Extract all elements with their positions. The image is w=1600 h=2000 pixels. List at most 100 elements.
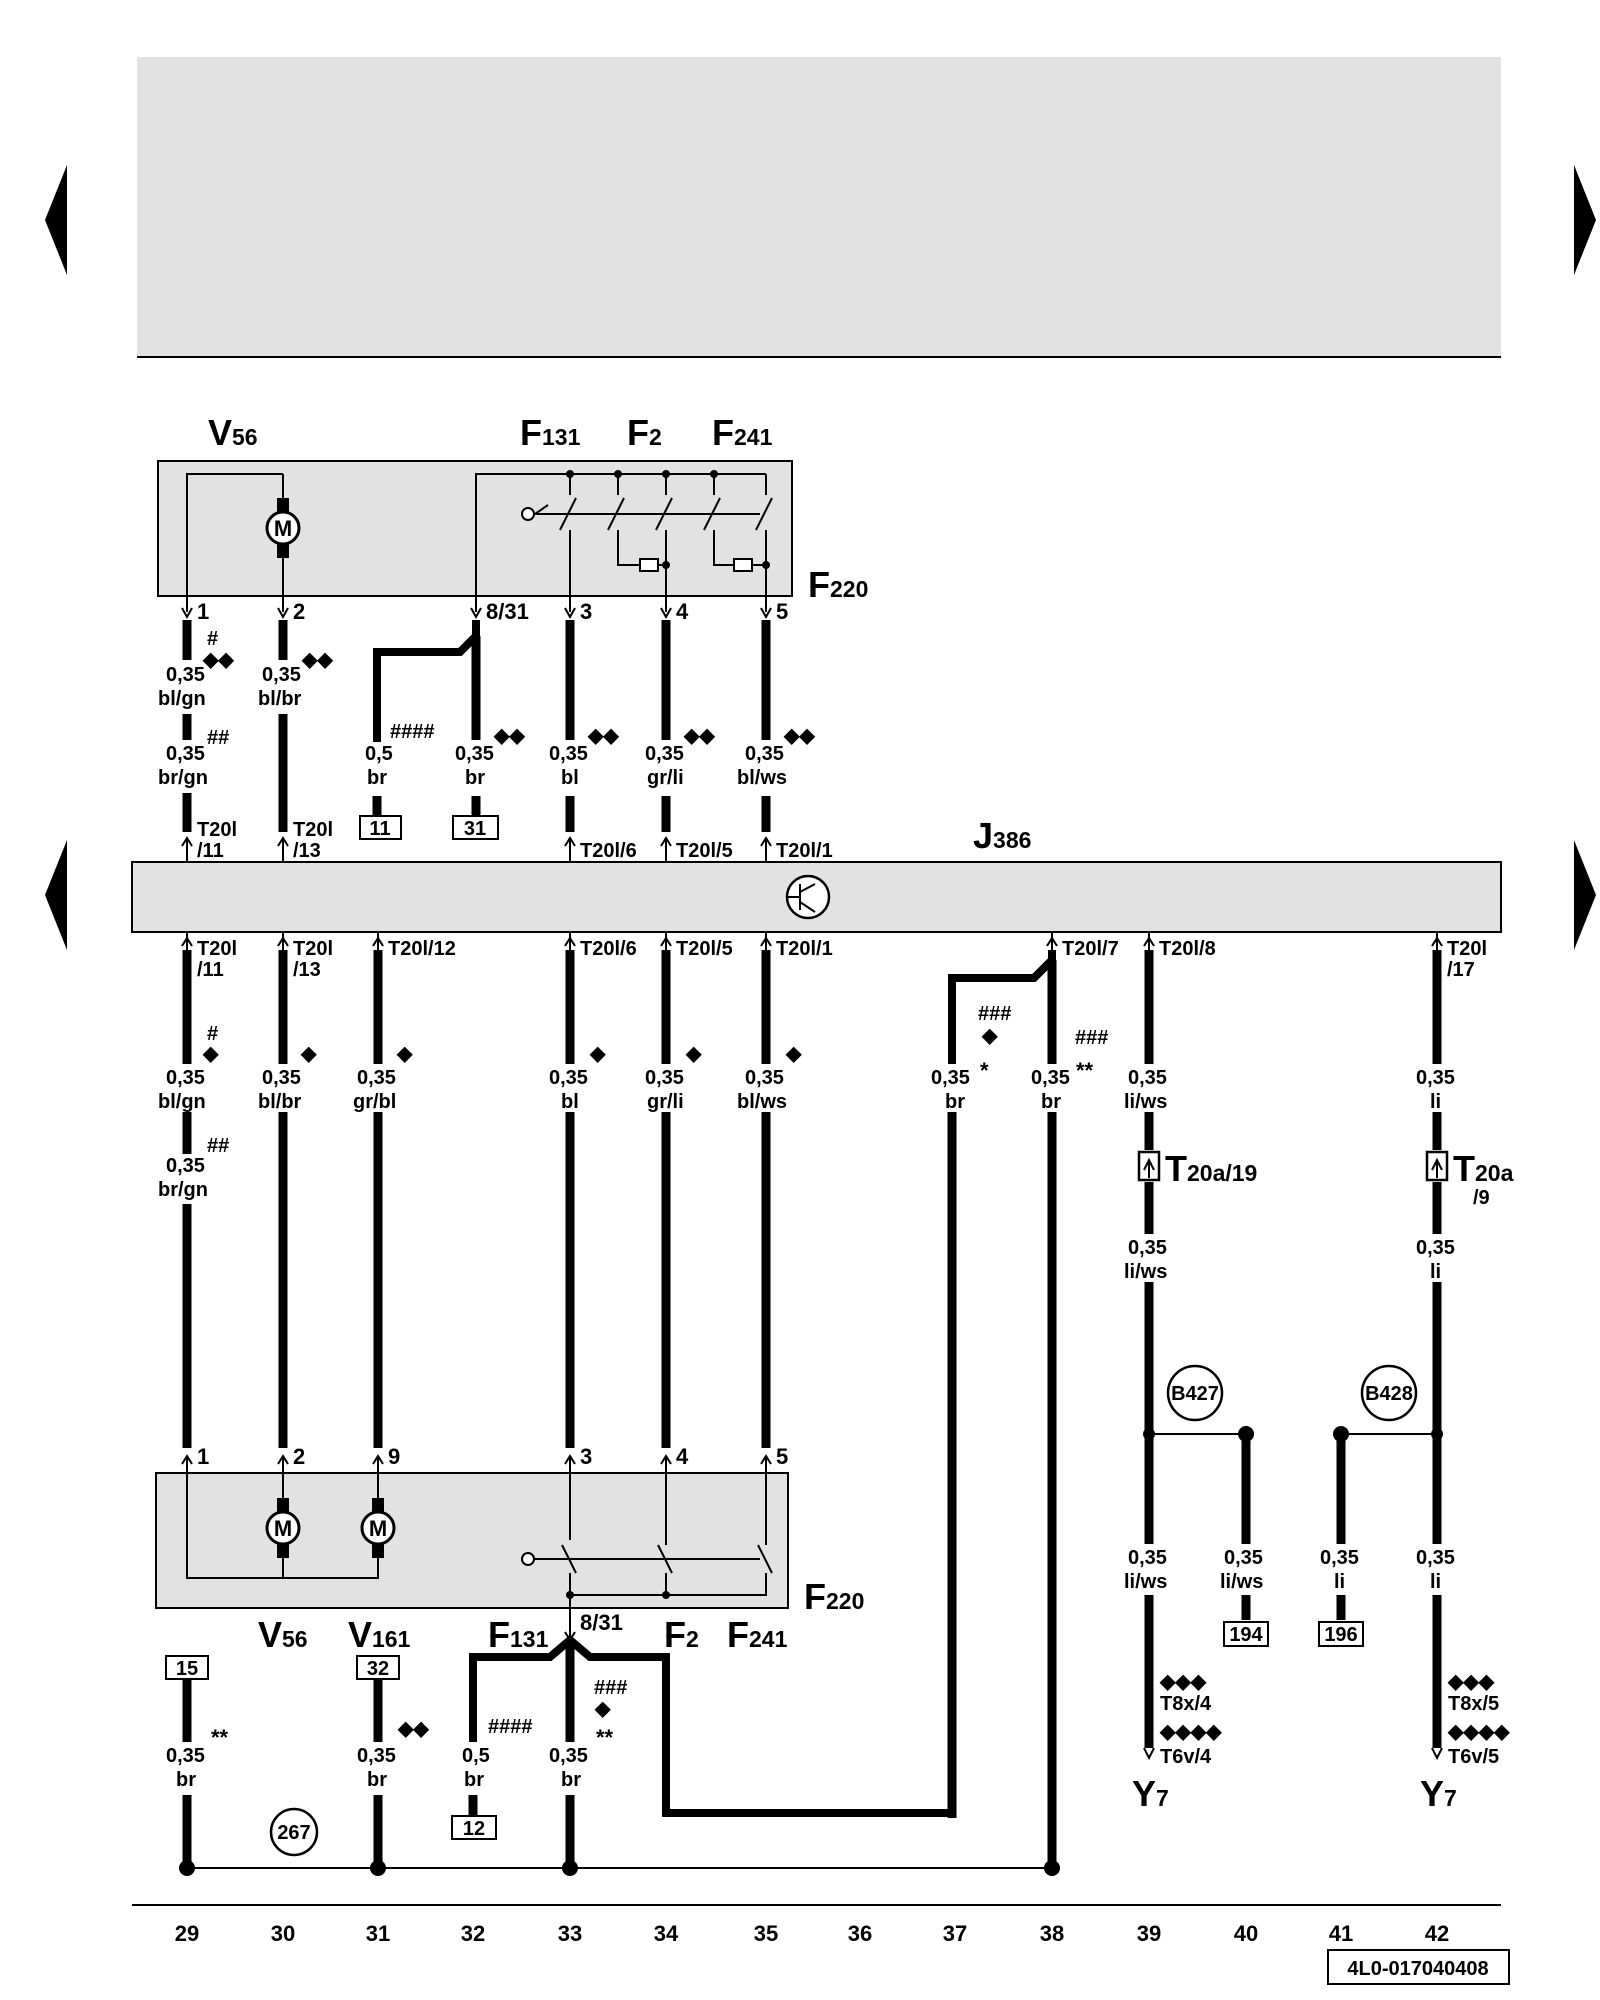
svg-text:◆◆◆◆: ◆◆◆◆ xyxy=(1159,1721,1222,1743)
svg-text:0,5: 0,5 xyxy=(365,743,393,765)
track-number: 35 xyxy=(754,1921,778,1946)
svg-text:T20l/12: T20l/12 xyxy=(388,938,456,960)
svg-text:0,35: 0,35 xyxy=(166,664,205,686)
reference-box-15[interactable] xyxy=(165,1655,209,1680)
switch-contact-icon xyxy=(561,1544,773,1574)
svg-text:gr/li: gr/li xyxy=(647,767,684,789)
svg-text:4: 4 xyxy=(676,1444,689,1469)
svg-text:##: ## xyxy=(207,727,229,749)
reference-box-31[interactable] xyxy=(452,815,499,840)
resistor-icon xyxy=(733,558,753,572)
svg-text:li: li xyxy=(1430,1091,1441,1113)
svg-text:0,35: 0,35 xyxy=(549,1745,588,1767)
nav-right-arrow-icon[interactable] xyxy=(1574,840,1596,950)
track-number: 40 xyxy=(1234,1921,1258,1946)
svg-text:bl: bl xyxy=(561,1091,579,1113)
svg-text:◆◆: ◆◆ xyxy=(202,649,234,671)
reference-box-11[interactable] xyxy=(359,815,402,840)
track-number: 37 xyxy=(943,1921,967,1946)
svg-text:br: br xyxy=(945,1091,965,1113)
svg-text:194: 194 xyxy=(1229,1624,1263,1646)
svg-text:T6v/5: T6v/5 xyxy=(1448,1746,1499,1768)
track-number: 31 xyxy=(366,1921,390,1946)
svg-text:12: 12 xyxy=(463,1818,485,1840)
label-J386: J386 xyxy=(973,815,1031,856)
svg-text:T20l: T20l xyxy=(197,938,237,960)
svg-text:0,35: 0,35 xyxy=(645,743,684,765)
svg-text:li/ws: li/ws xyxy=(1124,1091,1167,1113)
track-number: 39 xyxy=(1137,1921,1161,1946)
label-F220-top: F220 xyxy=(808,564,868,605)
svg-text:T20l/7: T20l/7 xyxy=(1062,938,1119,960)
svg-text:◆: ◆ xyxy=(785,1043,802,1065)
svg-text:li/ws: li/ws xyxy=(1220,1571,1263,1593)
label-T20a-9: T20a xyxy=(1453,1148,1514,1189)
reference-box-12[interactable] xyxy=(451,1815,497,1840)
svg-text:0,35: 0,35 xyxy=(1128,1237,1167,1259)
svg-text:bl: bl xyxy=(561,767,579,789)
svg-text:B428: B428 xyxy=(1365,1383,1413,1405)
svg-text:4: 4 xyxy=(676,599,689,624)
svg-text:br: br xyxy=(464,1769,484,1791)
svg-text:br: br xyxy=(176,1769,196,1791)
lower-wire-labels: # ◆ 0,35 bl/gn ## 0,35 br/gn ◆ 0,35 bl/b… xyxy=(158,1003,1455,1201)
svg-text:0,35: 0,35 xyxy=(262,664,301,686)
svg-text:0,35: 0,35 xyxy=(745,1067,784,1089)
svg-text:br: br xyxy=(367,1769,387,1791)
bottom-component-box xyxy=(155,1472,789,1609)
svg-text:T20l/5: T20l/5 xyxy=(676,840,733,862)
svg-text:◆◆: ◆◆ xyxy=(783,725,815,747)
svg-text:###: ### xyxy=(978,1003,1011,1025)
nav-left-arrow-icon[interactable] xyxy=(45,165,67,275)
nav-right-arrow-icon[interactable] xyxy=(1574,165,1596,275)
svg-text:◆◆◆◆: ◆◆◆◆ xyxy=(1447,1721,1510,1743)
svg-text:◆◆: ◆◆ xyxy=(301,649,333,671)
ground-point-267[interactable] xyxy=(269,1807,319,1857)
svg-text:0,35: 0,35 xyxy=(1128,1547,1167,1569)
svg-text:B427: B427 xyxy=(1171,1383,1219,1405)
svg-text:T20l: T20l xyxy=(293,819,333,841)
svg-text:##: ## xyxy=(207,1135,229,1157)
reference-box-194[interactable] xyxy=(1223,1621,1269,1647)
track-number: 32 xyxy=(461,1921,485,1946)
svg-text:bl/ws: bl/ws xyxy=(737,767,787,789)
svg-text:0,35: 0,35 xyxy=(1320,1547,1359,1569)
track-number: 34 xyxy=(654,1921,679,1946)
reference-box-196[interactable] xyxy=(1318,1621,1364,1647)
upper-wire-labels: 0,35 bl/gn # ◆◆ 0,35 br/gn ## 0,35 bl/br… xyxy=(158,628,815,789)
svg-text:0,35: 0,35 xyxy=(549,743,588,765)
svg-text:/9: /9 xyxy=(1473,1187,1490,1209)
svg-text:2: 2 xyxy=(293,599,305,624)
svg-text:bl/br: bl/br xyxy=(258,688,302,710)
ground-branches: 0,35 li/ws 0,35 li/ws 0,35 li 0,35 li xyxy=(1124,1426,1455,1620)
Y7-connectors: ◆◆◆ T8x/4 ◆◆◆◆ T6v/4 Y7 ◆◆◆ T8x/5 ◆◆◆◆ T… xyxy=(1132,1671,1510,1814)
svg-text:/13: /13 xyxy=(293,959,321,981)
svg-text:0,35: 0,35 xyxy=(1031,1067,1070,1089)
switch-actuator-icon xyxy=(521,507,535,521)
svg-text:0,35: 0,35 xyxy=(455,743,494,765)
svg-text:Y7: Y7 xyxy=(1132,1773,1169,1814)
svg-text:◆◆◆: ◆◆◆ xyxy=(1447,1671,1495,1693)
nav-left-arrow-icon[interactable] xyxy=(45,840,67,950)
svg-text:1: 1 xyxy=(197,1444,209,1469)
svg-text:T20l/1: T20l/1 xyxy=(776,938,833,960)
svg-text:2: 2 xyxy=(293,1444,305,1469)
label-V56-bottom: V56 xyxy=(258,1614,308,1655)
resistor-icon xyxy=(639,558,659,572)
label-V161: V161 xyxy=(348,1614,411,1655)
ground-point-B428[interactable] xyxy=(1360,1364,1418,1422)
ground-point-B427[interactable] xyxy=(1166,1364,1224,1422)
svg-text:32: 32 xyxy=(367,1658,389,1680)
svg-text:/17: /17 xyxy=(1447,959,1475,981)
svg-text:bl/ws: bl/ws xyxy=(737,1091,787,1113)
reference-box-32[interactable] xyxy=(356,1655,400,1680)
svg-text:###: ### xyxy=(594,1677,627,1699)
label-F241-top: F241 xyxy=(712,412,773,453)
svg-text:11: 11 xyxy=(369,818,390,840)
svg-text:8/31: 8/31 xyxy=(486,599,529,624)
track-number: 38 xyxy=(1040,1921,1064,1946)
svg-text:15: 15 xyxy=(176,1658,198,1680)
svg-text:bl/gn: bl/gn xyxy=(158,688,206,710)
bottom-wires xyxy=(179,1634,1060,1876)
